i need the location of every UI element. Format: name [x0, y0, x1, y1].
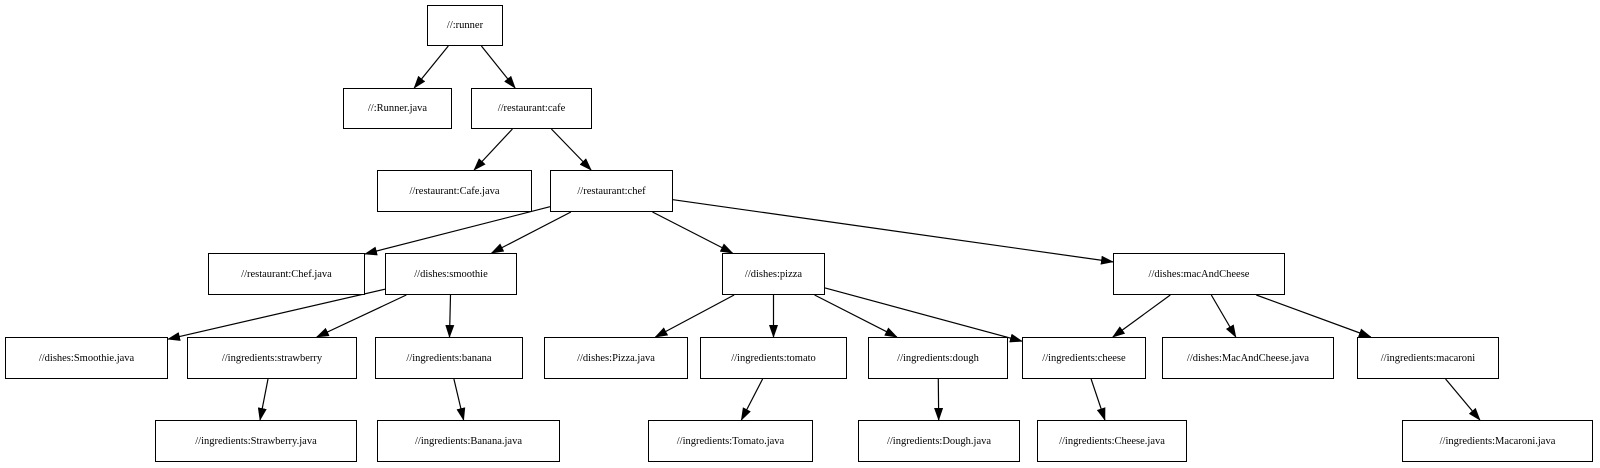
- edge-chef--chef-java: [364, 206, 551, 256]
- node-cheese: //ingredients:cheese: [1022, 337, 1146, 379]
- edge-strawberry--strawberry-java: [257, 378, 269, 421]
- node-pizza: //dishes:pizza: [722, 253, 825, 295]
- edge-tomato--tomato-java: [740, 378, 764, 421]
- edge-cheese--cheese-java: [1090, 378, 1106, 421]
- node-strawberry-java: //ingredients:Strawberry.java: [155, 420, 357, 462]
- node-macaroni-java: //ingredients:Macaroni.java: [1402, 420, 1593, 462]
- node-runner-java: //:Runner.java: [343, 88, 452, 129]
- edge-cafe--chef: [550, 128, 592, 171]
- node-banana-java: //ingredients:Banana.java: [377, 420, 560, 462]
- node-cafe-java: //restaurant:Cafe.java: [377, 170, 532, 212]
- edge-smoothie--smoothie-java: [167, 288, 386, 341]
- edge-runner--cafe: [480, 45, 516, 89]
- node-cafe: //restaurant:cafe: [471, 88, 592, 129]
- edge-pizza--cheese: [824, 287, 1023, 343]
- node-dough: //ingredients:dough: [868, 337, 1008, 379]
- node-smoothie: //dishes:smoothie: [385, 253, 517, 295]
- edge-runner--runner-java: [413, 45, 449, 89]
- node-tomato: //ingredients:tomato: [700, 337, 847, 379]
- node-runner: //:runner: [427, 5, 503, 46]
- edge-mac-and-cheese--macaroni: [1256, 294, 1372, 338]
- node-mac-and-cheese-java: //dishes:MacAndCheese.java: [1162, 337, 1334, 379]
- node-mac-and-cheese: //dishes:macAndCheese: [1113, 253, 1285, 295]
- edge-chef--pizza: [652, 211, 734, 254]
- edge-banana--banana-java: [453, 378, 466, 421]
- node-tomato-java: //ingredients:Tomato.java: [648, 420, 813, 462]
- edge-pizza--dough: [814, 294, 898, 338]
- edge-cafe--cafe-java: [473, 128, 513, 171]
- edge-chef--mac-and-cheese: [672, 199, 1114, 265]
- node-banana: //ingredients:banana: [375, 337, 523, 379]
- edge-smoothie--banana: [445, 294, 455, 338]
- edge-macaroni--macaroni-java: [1445, 378, 1481, 421]
- edge-pizza--pizza-java: [654, 294, 735, 338]
- node-chef-java: //restaurant:Chef.java: [208, 253, 365, 295]
- edge-mac-and-cheese--cheese: [1111, 294, 1171, 338]
- node-pizza-java: //dishes:Pizza.java: [544, 337, 688, 379]
- node-chef: //restaurant:chef: [550, 170, 673, 212]
- edge-smoothie--strawberry: [315, 294, 407, 338]
- node-cheese-java: //ingredients:Cheese.java: [1037, 420, 1187, 462]
- node-smoothie-java: //dishes:Smoothie.java: [5, 337, 168, 379]
- node-strawberry: //ingredients:strawberry: [187, 337, 357, 379]
- edge-mac-and-cheese--mac-and-cheese-java: [1210, 294, 1237, 338]
- node-macaroni: //ingredients:macaroni: [1357, 337, 1499, 379]
- edge-chef--smoothie: [490, 211, 572, 254]
- node-dough-java: //ingredients:Dough.java: [858, 420, 1020, 462]
